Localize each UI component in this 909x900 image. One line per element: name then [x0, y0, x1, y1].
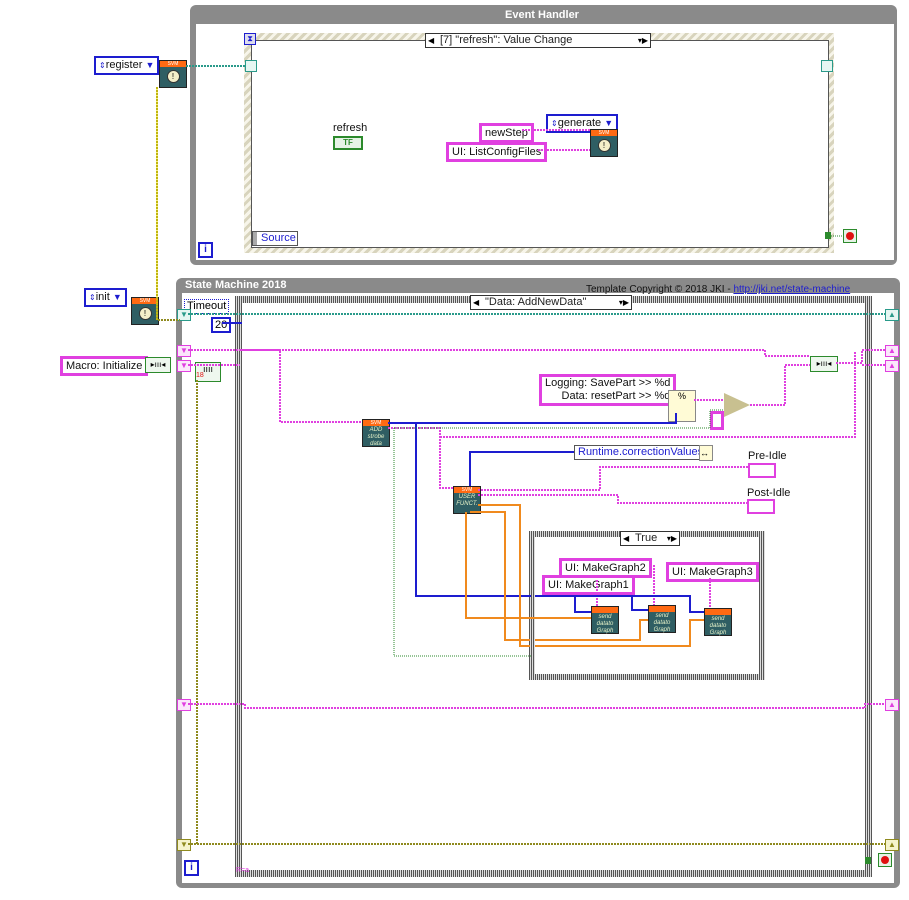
bulb-icon: !	[166, 70, 180, 83]
string-wire	[478, 466, 748, 491]
state-case-selector[interactable]: ◀ "Data: AddNewData" ▾▶	[470, 295, 632, 310]
string-wire	[188, 703, 885, 709]
sr-right-string1: ▲	[885, 345, 899, 357]
queue-array-icon: ıııı	[195, 362, 221, 382]
queue-build-icon: ▸ııı◂	[145, 357, 171, 373]
event-case-selector[interactable]: ◀ [7] "refresh": Value Change ▾▶	[425, 33, 651, 48]
string-wire	[240, 349, 810, 357]
string-wire	[750, 364, 810, 406]
event-iteration-terminal: i	[198, 242, 213, 258]
bool-wire	[393, 428, 531, 657]
empty-string-const	[710, 411, 724, 430]
numeric-wire	[469, 451, 574, 486]
event-data-node: Source	[252, 231, 298, 246]
copyright-link[interactable]: http://jki.net/state-machine	[733, 284, 851, 295]
chevron-down-icon: ▼	[145, 60, 155, 70]
numeric-wire	[415, 423, 531, 597]
loop-count-label: R=a	[236, 867, 250, 874]
event-reg-tunnel-right	[821, 60, 833, 72]
bulb-icon: !	[138, 307, 152, 320]
ring-icon: ⇕	[99, 61, 106, 70]
format-into-string-icon: %	[668, 390, 696, 422]
orange-wire	[478, 504, 530, 647]
numeric-wire	[388, 413, 677, 424]
orange-wire	[465, 512, 591, 619]
refresh-terminal[interactable]: TF	[333, 136, 363, 150]
next-case-icon[interactable]: ▾▶	[618, 298, 629, 307]
init-ring[interactable]: ⇕init ▼	[84, 288, 127, 307]
orange-wire	[535, 619, 648, 641]
numeric-wire	[535, 595, 704, 613]
event-handler-title: Event Handler	[505, 9, 579, 21]
ring-icon: ⇕	[89, 293, 96, 302]
sr-right-string3: ▲	[885, 699, 899, 711]
sr-left-cluster: ▼	[177, 839, 191, 851]
string-wire	[478, 494, 747, 504]
svm-generate-block[interactable]: SVM !	[590, 129, 618, 157]
prev-case-icon[interactable]: ◀	[473, 298, 480, 307]
prev-case-icon[interactable]: ◀	[623, 534, 630, 543]
cluster-wire	[156, 87, 180, 321]
make-graph1-const: UI: MakeGraph1	[542, 575, 635, 595]
unbundle-icon: ↔	[699, 445, 713, 461]
string-wire	[440, 352, 856, 438]
count-label: 18	[196, 372, 204, 379]
sr-left-event: ▼	[177, 309, 191, 321]
numeric-wire	[574, 596, 591, 613]
list-config-files-const: UI: ListConfigFiles	[446, 142, 548, 162]
chevron-down-icon: ▼	[604, 118, 614, 128]
svm-register-block[interactable]: SVM !	[159, 60, 187, 88]
numeric-wire	[631, 596, 648, 611]
make-graph3-const: UI: MakeGraph3	[666, 562, 759, 582]
pre-idle-label: Pre-Idle	[748, 450, 787, 462]
stop-icon[interactable]	[878, 853, 892, 867]
timeout-hourglass-icon: ⧗	[244, 33, 256, 45]
state-iteration-terminal: i	[184, 860, 199, 876]
event-reg-tunnel-left	[245, 60, 257, 72]
timeout-value: 20	[211, 317, 232, 333]
bulb-icon: !	[597, 139, 611, 152]
chevron-down-icon: ▼	[112, 292, 122, 302]
stop-terminal-bool	[825, 232, 831, 239]
sr-left-string3: ▼	[177, 699, 191, 711]
sr-left-string1: ▼	[177, 345, 191, 357]
sr-right-event: ▲	[885, 309, 899, 321]
prev-case-icon[interactable]: ◀	[428, 36, 435, 45]
bool-wire	[394, 409, 724, 429]
register-ring[interactable]: ⇕register ▼	[94, 56, 160, 75]
stop-icon[interactable]	[843, 229, 857, 243]
format-string-const: Logging: SavePart >> %d Data: resetPart …	[539, 374, 677, 406]
state-machine-title: State Machine 2018	[182, 279, 290, 291]
sr-right-string2: ▲	[885, 360, 899, 372]
new-step-const: newStep	[479, 123, 534, 143]
orange-wire	[535, 619, 704, 647]
generate-ring[interactable]: ⇕generate ▼	[546, 114, 619, 133]
macro-initialize-const: Macro: Initialize	[60, 356, 149, 376]
post-idle-label: Post-Idle	[747, 487, 791, 499]
next-case-icon[interactable]: ▾▶	[666, 534, 677, 543]
svm-init-block[interactable]: SVM !	[131, 297, 159, 325]
string-wire	[188, 349, 362, 423]
select-icon	[724, 393, 750, 417]
post-idle-terminal	[747, 499, 775, 514]
ring-icon: ⇕	[551, 119, 558, 128]
runtime-correction-values-node: Runtime.correctionValues	[574, 445, 708, 460]
orange-wire	[470, 511, 530, 641]
inner-case-selector[interactable]: ◀ True ▾▶	[620, 531, 680, 546]
string-wire	[836, 349, 885, 364]
stop-terminal-bool	[865, 857, 871, 864]
sr-left-string2: ▼	[177, 360, 191, 372]
next-case-icon[interactable]: ▾▶	[637, 36, 648, 45]
refresh-label: refresh	[333, 122, 368, 134]
sr-right-cluster: ▲	[885, 839, 899, 851]
pre-idle-terminal	[748, 463, 776, 478]
timeout-label: Timeout	[184, 299, 230, 314]
copyright-text: Template Copyright © 2018 JKI - http://j…	[586, 284, 851, 295]
